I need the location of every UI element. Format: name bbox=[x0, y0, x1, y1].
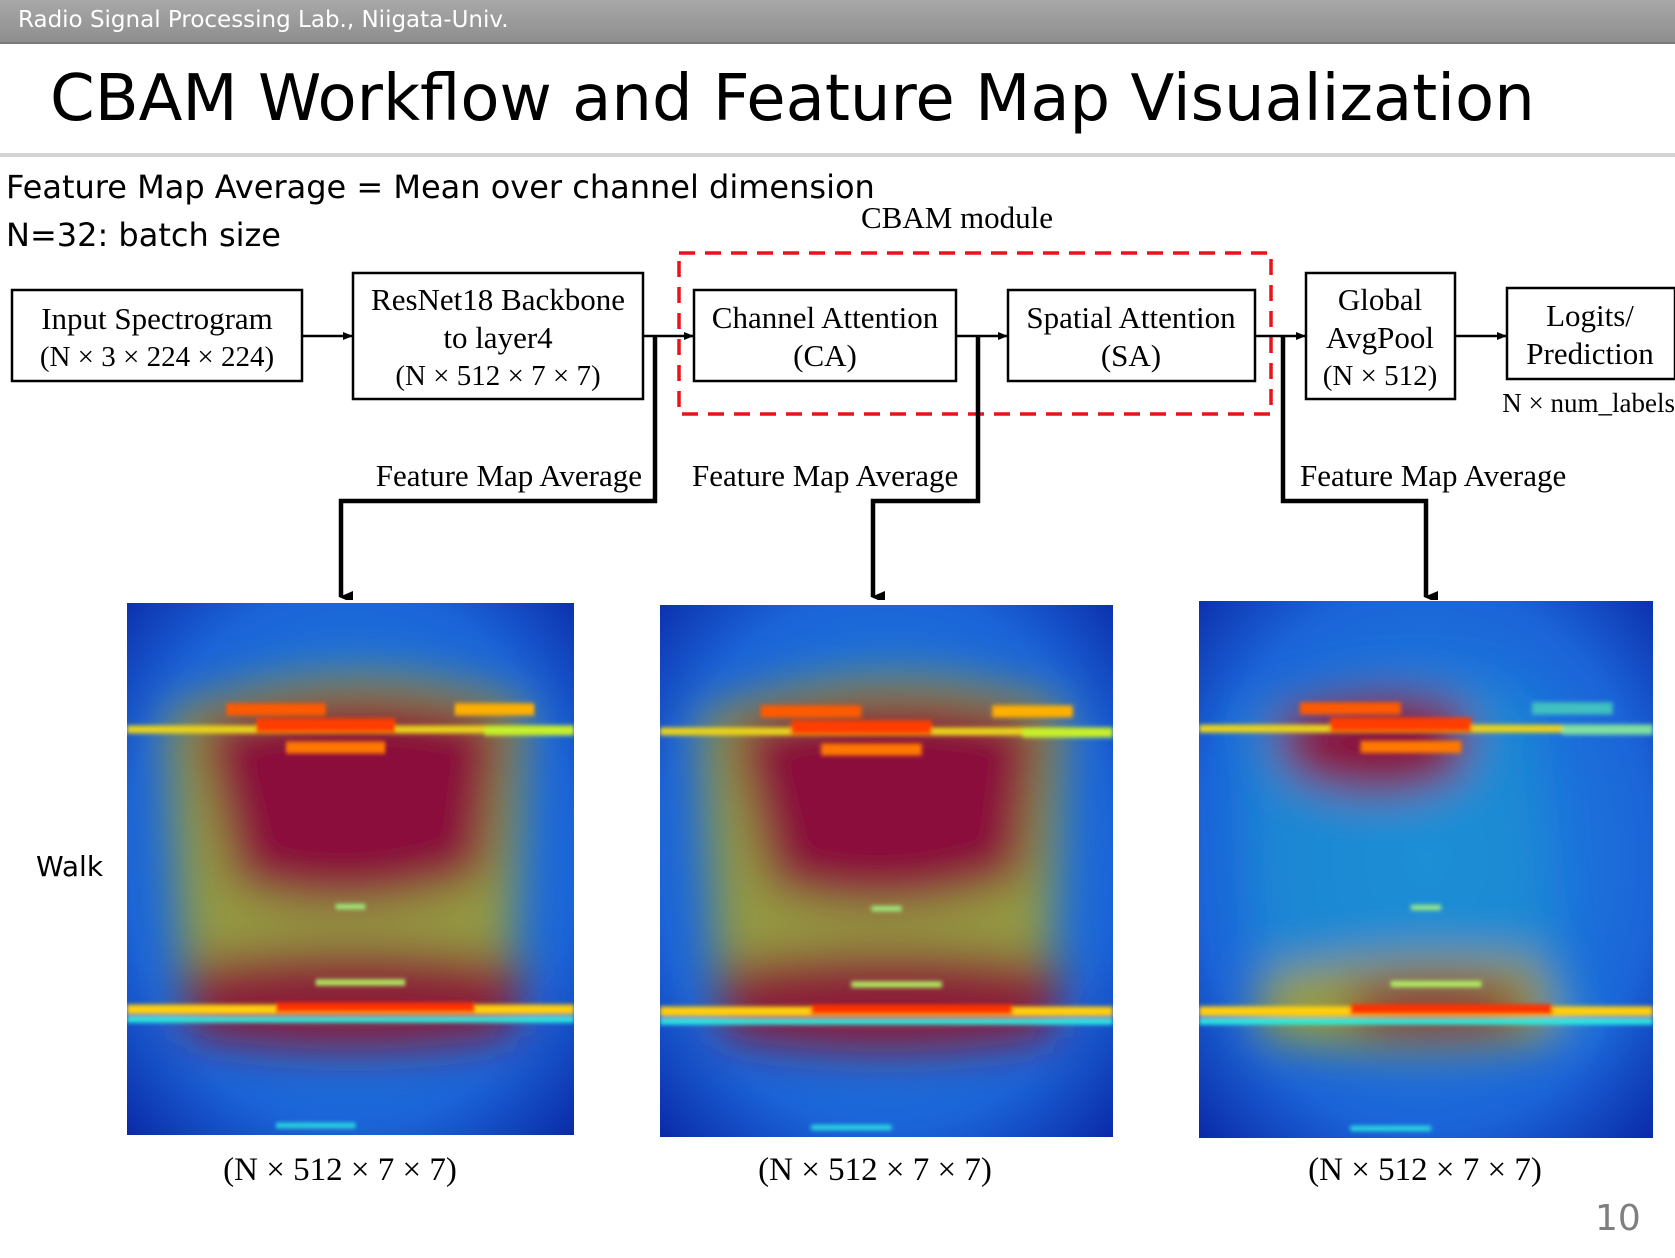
dim-label-backbone: (N × 512 × 7 × 7) bbox=[223, 1152, 457, 1188]
tap-arrow-sa bbox=[1280, 336, 1438, 600]
block-sa-line-2: (SA) bbox=[1101, 338, 1161, 373]
block-input-line-2: (N × 3 × 224 × 224) bbox=[40, 341, 274, 373]
cbam-module-label: CBAM module bbox=[861, 200, 1053, 235]
org-label: Radio Signal Processing Lab., Niigata-Un… bbox=[18, 7, 509, 33]
block-backbone-line-1: ResNet18 Backbone bbox=[371, 282, 625, 317]
slide-title: CBAM Workflow and Feature Map Visualizat… bbox=[50, 62, 1535, 136]
block-backbone-line-2: to layer4 bbox=[443, 320, 553, 355]
block-logits-prediction: Logits/ Prediction bbox=[1505, 286, 1675, 381]
block-input-line-1: Input Spectrogram bbox=[41, 301, 273, 336]
cbam-workflow-diagram: CBAM module Input Spectrogram (N × 3 × 2… bbox=[10, 200, 1675, 600]
block-resnet18-backbone: ResNet18 Backbone to layer4 (N × 512 × 7… bbox=[351, 271, 645, 401]
tap-arrow-backbone bbox=[338, 336, 658, 600]
block-logits-line-2: Prediction bbox=[1526, 336, 1654, 371]
block-gap-line-3: (N × 512) bbox=[1323, 360, 1438, 392]
block-backbone-line-3: (N × 512 × 7 × 7) bbox=[395, 360, 600, 392]
block-ca-line-1: Channel Attention bbox=[712, 300, 939, 335]
row-label-walk: Walk bbox=[36, 850, 104, 883]
note-batch-size: N=32: batch size bbox=[6, 216, 281, 254]
block-logits-line-1: Logits/ bbox=[1546, 298, 1634, 333]
block-gap-line-1: Global bbox=[1338, 282, 1422, 317]
feature-map-backbone bbox=[127, 603, 574, 1135]
note-feature-map-average: Feature Map Average = Mean over channel … bbox=[6, 168, 875, 206]
cbam-module-boundary bbox=[677, 251, 1273, 416]
tap-label-backbone: Feature Map Average bbox=[376, 458, 642, 493]
block-spatial-attention: Spatial Attention (SA) bbox=[1006, 288, 1257, 383]
feature-map-spatial-attention bbox=[1199, 601, 1653, 1138]
tap-label-sa: Feature Map Average bbox=[1300, 458, 1566, 493]
tap-arrow-ca bbox=[870, 336, 981, 600]
dim-label-sa: (N × 512 × 7 × 7) bbox=[1308, 1152, 1542, 1188]
block-sa-line-1: Spatial Attention bbox=[1026, 300, 1236, 335]
block-global-avgpool: Global AvgPool (N × 512) bbox=[1304, 271, 1457, 401]
output-shape-label: N × num_labels bbox=[1502, 388, 1675, 418]
block-gap-line-2: AvgPool bbox=[1326, 320, 1434, 355]
header-bar: Radio Signal Processing Lab., Niigata-Un… bbox=[0, 0, 1675, 44]
title-divider bbox=[0, 153, 1675, 157]
tap-label-ca: Feature Map Average bbox=[692, 458, 958, 493]
dim-label-ca: (N × 512 × 7 × 7) bbox=[758, 1152, 992, 1188]
feature-map-channel-attention bbox=[660, 605, 1113, 1137]
page-number: 10 bbox=[1595, 1198, 1641, 1239]
block-ca-line-2: (CA) bbox=[793, 338, 857, 373]
block-input-spectrogram: Input Spectrogram (N × 3 × 224 × 224) bbox=[10, 288, 304, 383]
block-channel-attention: Channel Attention (CA) bbox=[692, 288, 958, 383]
